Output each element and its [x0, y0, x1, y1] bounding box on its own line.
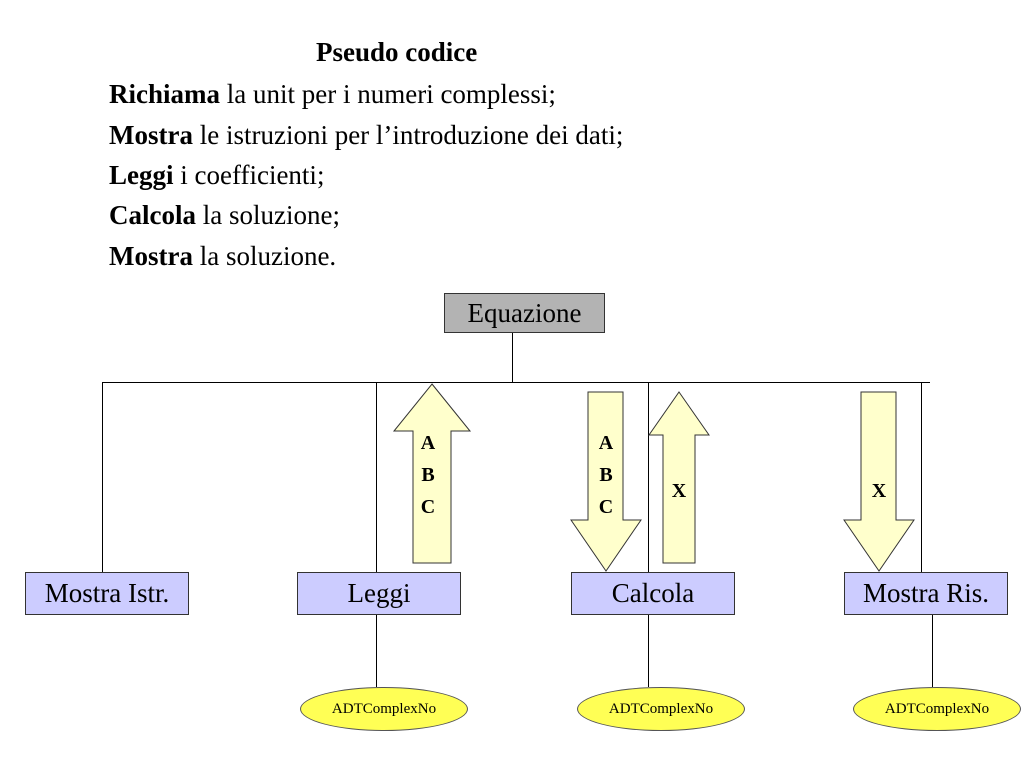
connector-leggi: [376, 382, 377, 572]
connector-mostra-istr: [102, 382, 103, 572]
pseudo-keyword: Leggi: [109, 160, 174, 190]
pseudo-keyword: Richiama: [109, 79, 220, 109]
pseudo-text: la soluzione;: [196, 200, 340, 230]
arrow-label-a: A: [420, 432, 436, 454]
module-mostra-ris: Mostra Ris.: [844, 572, 1008, 615]
unit-adtcomplexno-calcola: ADTComplexNo: [577, 687, 745, 731]
arrow-label-c: C: [420, 496, 436, 518]
arrow-down-calcola-abc: [570, 391, 642, 572]
connector-root-down: [512, 333, 513, 383]
pseudo-code-title: Pseudo codice: [316, 37, 478, 67]
arrow-up-calcola-x: [648, 391, 710, 564]
arrow-down-mostra-ris: [843, 391, 915, 572]
arrow-label-x: X: [671, 480, 687, 502]
arrow-label-b: B: [421, 464, 435, 486]
pseudo-text: la unit per i numeri complessi;: [220, 79, 556, 109]
root-module-equazione: Equazione: [444, 293, 605, 333]
arrow-label-a: A: [598, 432, 614, 454]
connector-leggi-unit: [376, 615, 377, 687]
pseudo-keyword: Calcola: [109, 200, 196, 230]
connector-mostra-ris: [921, 382, 922, 572]
pseudo-line-1: Richiama la unit per i numeri complessi;: [109, 78, 556, 110]
arrow-label-c: C: [598, 496, 614, 518]
pseudo-line-3: Leggi i coefficienti;: [109, 159, 324, 191]
pseudo-line-5: Mostra la soluzione.: [109, 240, 336, 272]
arrow-label-b: B: [599, 464, 613, 486]
arrow-label-x: X: [871, 480, 887, 502]
pseudo-text: la soluzione.: [192, 241, 337, 271]
connector-horizontal-bus: [102, 382, 930, 383]
pseudo-code-block: Pseudo codice Richiama la unit per i num…: [0, 0, 1024, 290]
pseudo-line-2: Mostra le istruzioni per l’introduzione …: [109, 119, 623, 151]
unit-adtcomplexno-mostra-ris: ADTComplexNo: [853, 687, 1021, 731]
unit-adtcomplexno-leggi: ADTComplexNo: [300, 687, 468, 731]
connector-calcola-unit: [648, 615, 649, 687]
pseudo-keyword: Mostra: [109, 120, 193, 150]
pseudo-text: le istruzioni per l’introduzione dei dat…: [192, 120, 624, 150]
pseudo-keyword: Mostra: [109, 241, 193, 271]
module-leggi: Leggi: [297, 572, 461, 615]
connector-mostra-ris-unit: [932, 615, 933, 687]
pseudo-line-4: Calcola la soluzione;: [109, 199, 340, 231]
arrow-up-leggi: [392, 383, 472, 564]
module-calcola: Calcola: [571, 572, 735, 615]
connector-calcola: [648, 382, 649, 572]
pseudo-text: i coefficienti;: [173, 160, 325, 190]
module-mostra-istr: Mostra Istr.: [25, 572, 189, 615]
